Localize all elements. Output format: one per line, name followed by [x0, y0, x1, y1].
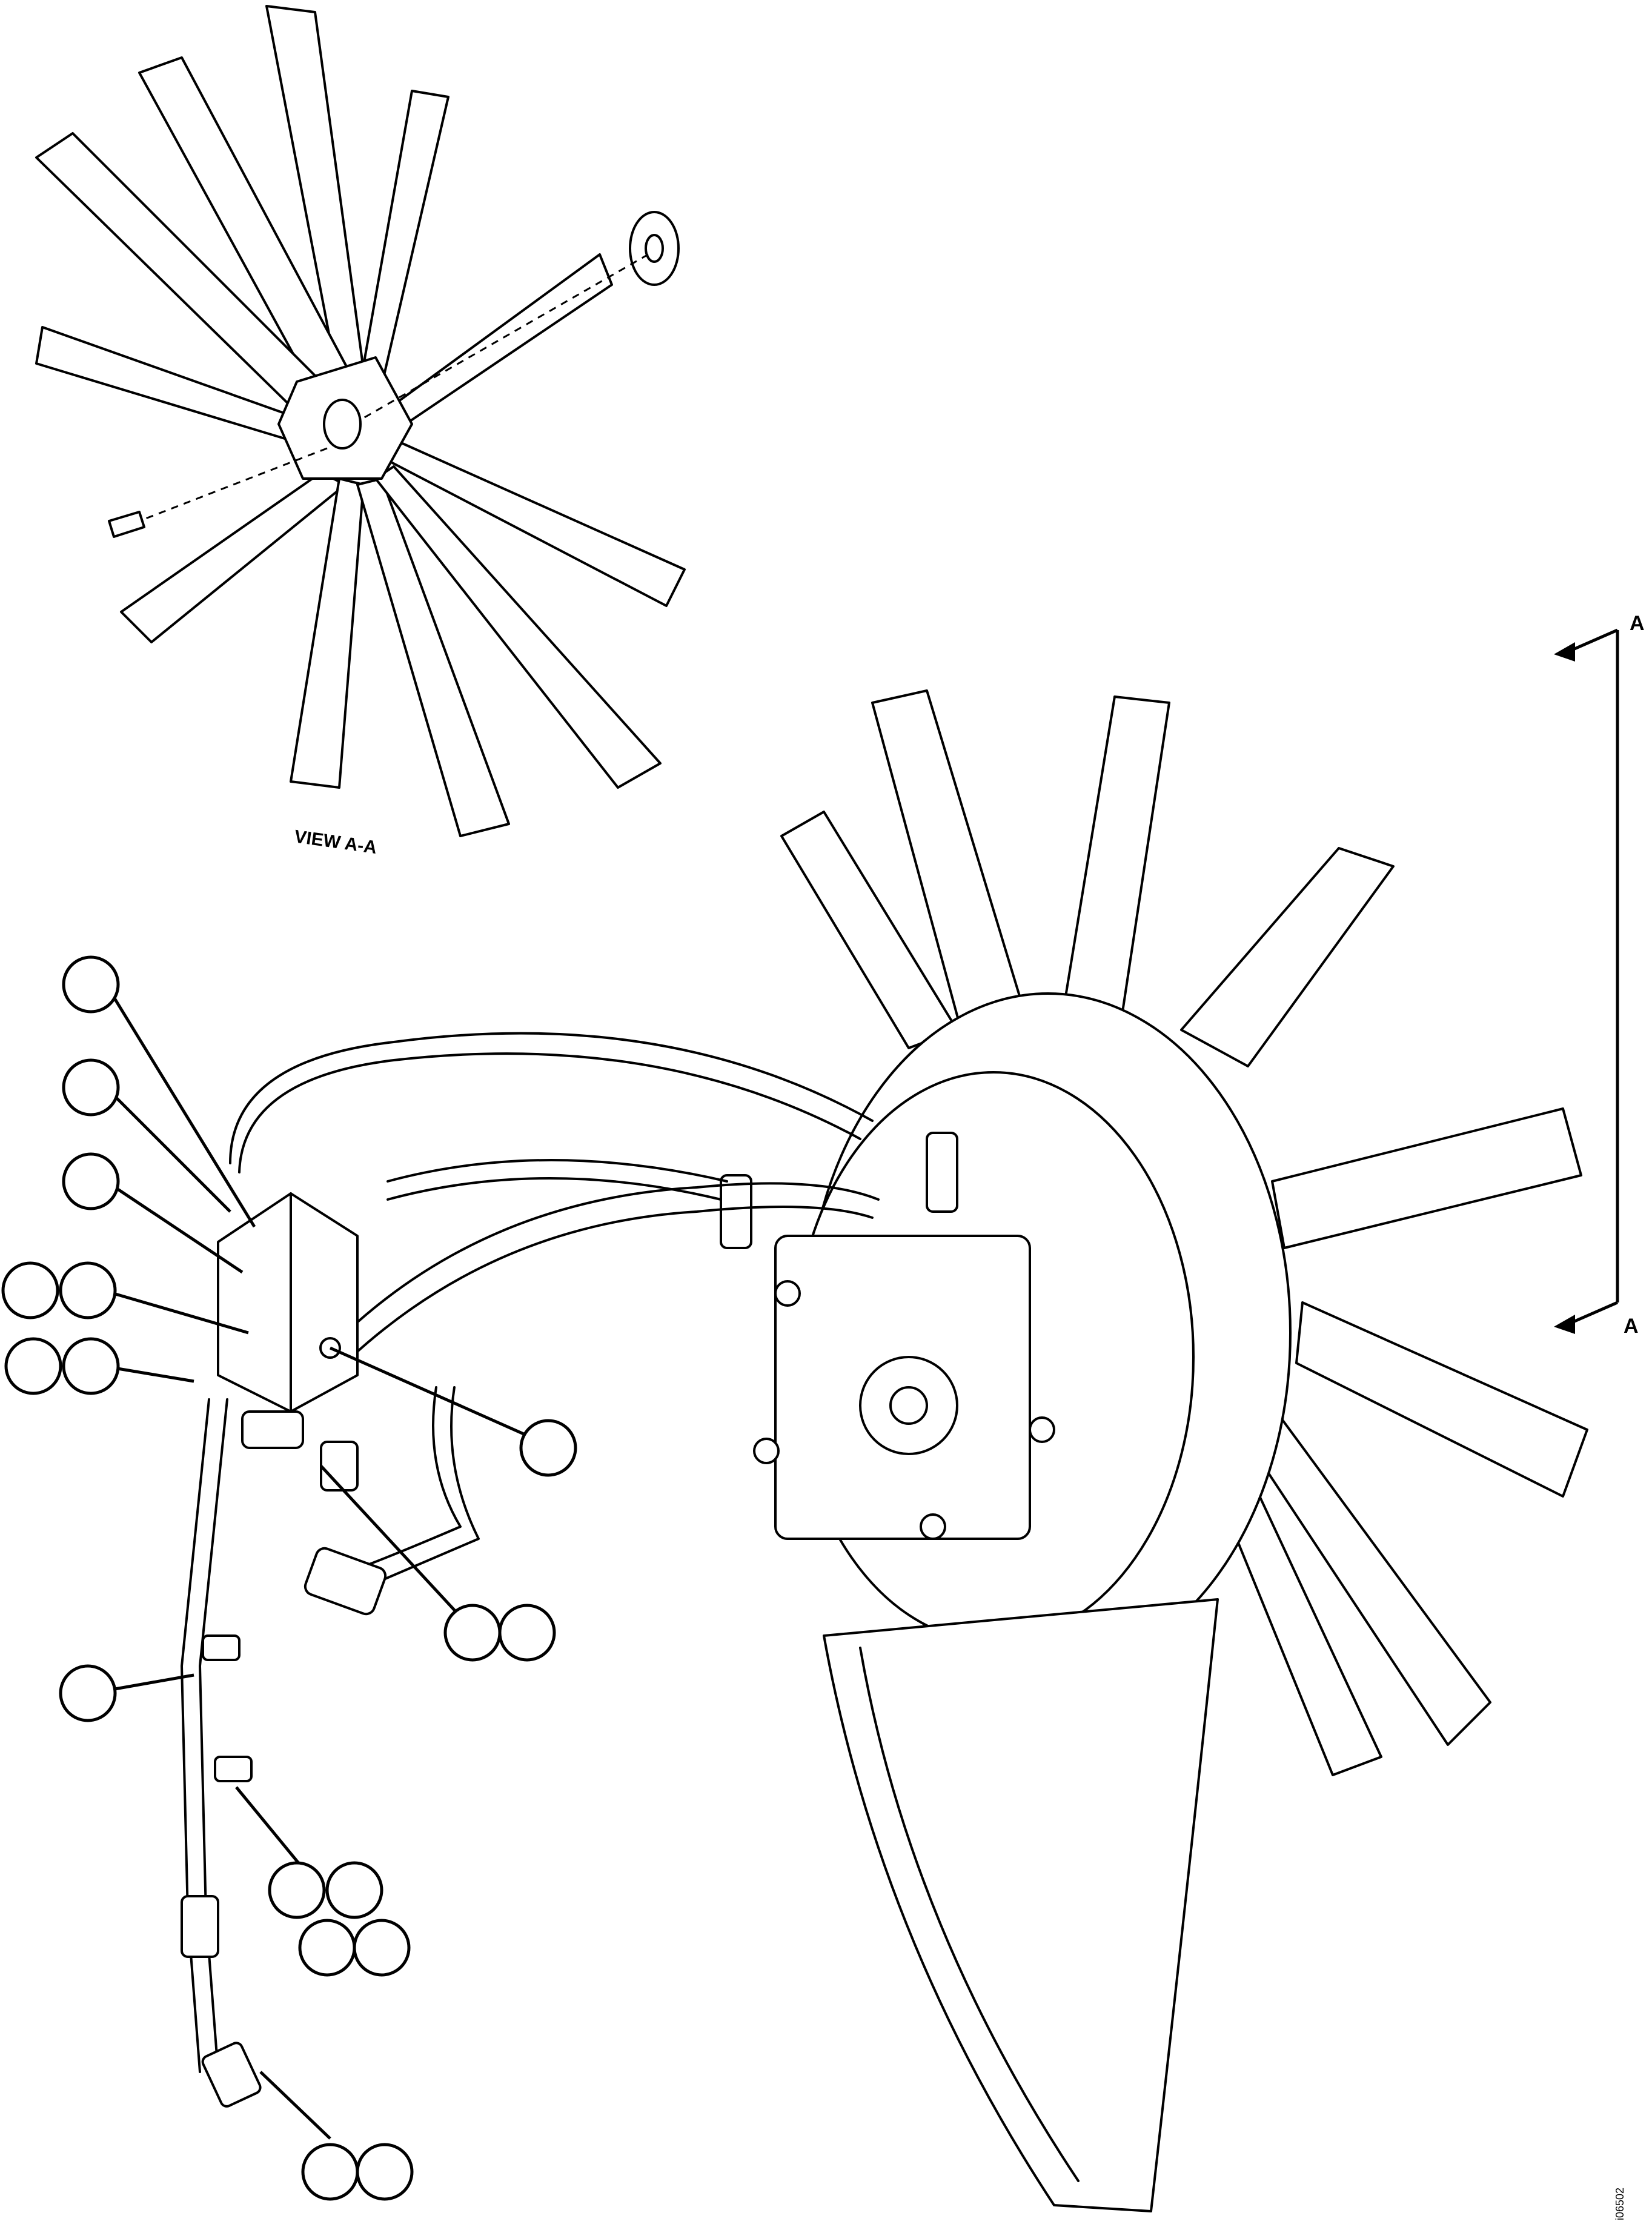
section-indicator: A A	[1554, 612, 1645, 1338]
section-mark-top: A	[1630, 612, 1645, 635]
hose-clamp	[214, 1756, 253, 1782]
fan-blades-detail	[35, 5, 686, 837]
hose-ferrule	[181, 1895, 219, 1958]
fan-hub-bore	[323, 399, 362, 450]
callout-balloon	[268, 1861, 326, 1919]
bracket-bolt	[1029, 1416, 1055, 1443]
spacer-washer-bore	[645, 234, 664, 263]
callout-balloon	[301, 2143, 359, 2201]
callout-balloon	[443, 1604, 502, 1662]
manifold-assembly	[181, 1192, 387, 2108]
callout-balloon	[59, 1664, 117, 1722]
explode-line-bolt	[139, 447, 328, 522]
manifold-cap-fitting	[320, 1441, 359, 1492]
fan-bolt	[108, 511, 145, 538]
callout-balloon	[1, 1261, 59, 1319]
manifold-elbow-fitting	[241, 1410, 304, 1449]
drawing-number: i06502	[1614, 2188, 1626, 2220]
callout-balloon	[353, 1919, 411, 1977]
callout-balloon	[62, 955, 120, 1014]
elbow-fitting	[304, 1547, 387, 1616]
callout-balloon	[4, 1337, 62, 1395]
view-label: VIEW A-A	[293, 826, 378, 858]
bracket-bolt	[753, 1438, 780, 1464]
callout-balloon	[356, 2143, 414, 2201]
callout-balloon	[298, 1919, 356, 1977]
callout-balloon	[59, 1261, 117, 1319]
drive-belt-guard	[823, 1598, 1219, 2212]
callout-balloon	[519, 1419, 577, 1477]
hose-clamp	[202, 1634, 241, 1661]
fan-motor-shaft	[889, 1386, 928, 1425]
hydraulic-fitting	[926, 1132, 958, 1213]
view-a-a-fan: VIEW A-A	[35, 5, 686, 858]
callout-balloon	[62, 1058, 120, 1117]
bracket-bolt	[774, 1280, 801, 1307]
section-mark-bottom: A	[1624, 1315, 1639, 1338]
section-arrow-top	[1554, 642, 1575, 662]
main-fan-assembly	[720, 689, 1588, 2212]
manifold-block	[217, 1192, 359, 1413]
section-arrow-bottom	[1554, 1315, 1575, 1334]
callout-balloon	[62, 1337, 120, 1395]
hose-end-fitting	[201, 2042, 262, 2108]
bracket-bolt	[920, 1513, 946, 1540]
callouts	[1, 955, 577, 2201]
explode-line-washer	[363, 253, 649, 419]
hydraulic-fitting	[720, 1174, 752, 1249]
callout-balloon	[62, 1152, 120, 1210]
callout-balloon	[325, 1861, 383, 1919]
drive-belt-inner-edge	[859, 1647, 1080, 2182]
callout-balloon	[498, 1604, 556, 1662]
